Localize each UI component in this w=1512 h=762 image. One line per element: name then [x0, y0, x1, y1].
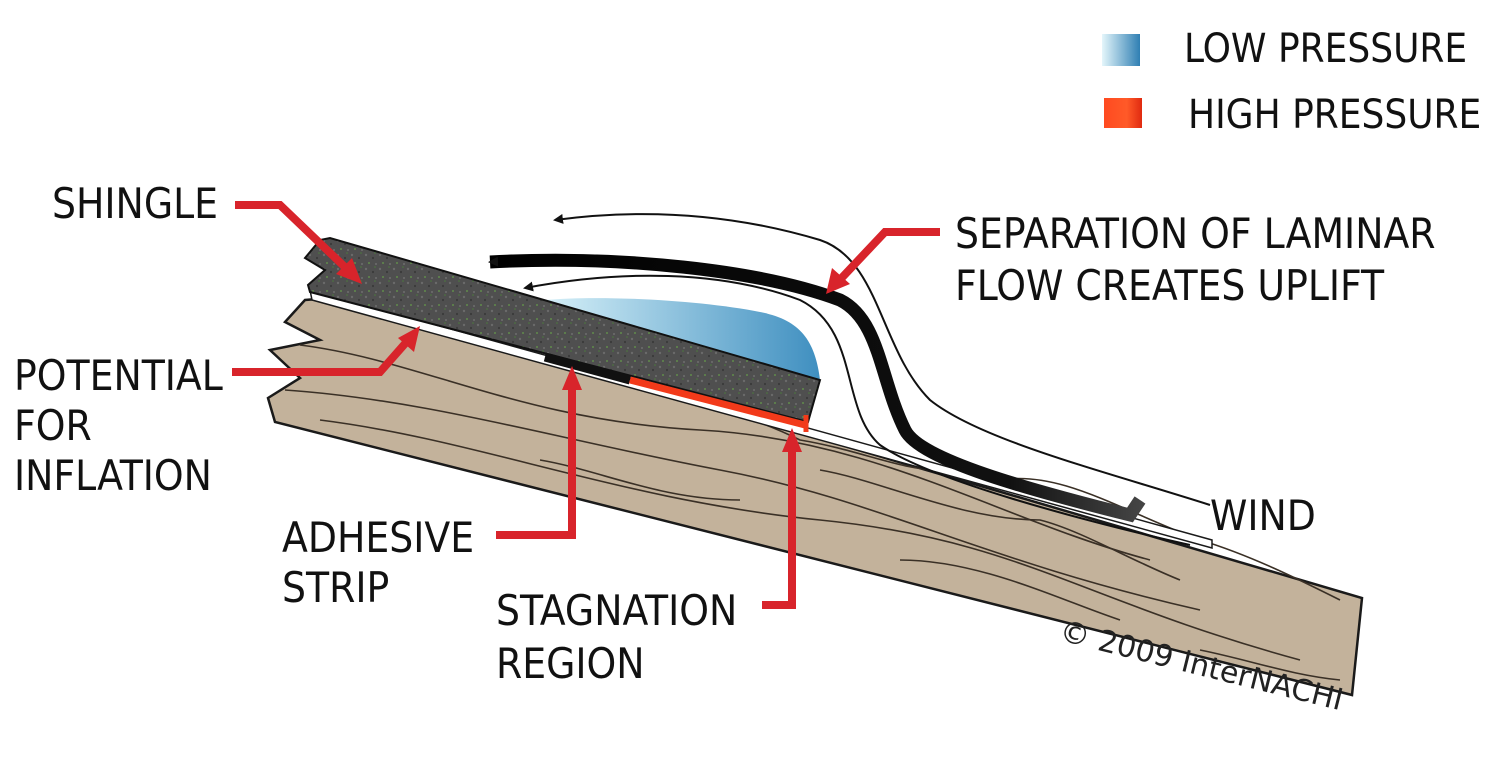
flow-line-inner: [523, 274, 1191, 546]
flow-line-main: [488, 253, 1146, 523]
adhesive-strip: [543, 352, 632, 385]
callouts: [232, 201, 940, 609]
roof-deck: [266, 288, 1364, 697]
wind-label: WIND: [1210, 491, 1316, 540]
adhesive-label-line2: STRIP: [282, 563, 389, 612]
stagnation-label-line2: REGION: [496, 639, 645, 688]
stagnation-label-line1: STAGNATION: [496, 586, 737, 635]
high-pressure-label: HIGH PRESSURE: [1188, 92, 1481, 138]
shingle-body: [303, 236, 822, 424]
low-pressure-swatch: [1102, 34, 1140, 66]
stagnation-strip: [629, 376, 806, 429]
wind-flow: [488, 213, 1211, 546]
separation-callout: [832, 228, 940, 288]
low-pressure-label: LOW PRESSURE: [1184, 26, 1467, 72]
shingle: [303, 236, 822, 424]
adhesive-label-line1: ADHESIVE: [282, 513, 474, 562]
stagnation-callout-head: [782, 428, 802, 452]
separation-callout-head: [826, 268, 850, 294]
legend: LOW PRESSURE HIGH PRESSURE: [1102, 26, 1481, 138]
high-pressure-swatch: [1104, 98, 1142, 128]
underlayment-gap: [309, 288, 1213, 549]
shingle-label: SHINGLE: [52, 179, 218, 228]
potential-label-line1: POTENTIAL: [14, 351, 223, 400]
adhesive-callout-head: [562, 366, 582, 390]
adhesive-callout: [496, 382, 576, 539]
shingle-callout-head: [336, 258, 362, 284]
inflation-callout: [232, 335, 413, 376]
potential-label-line2: FOR: [14, 401, 92, 450]
separation-label-line1: SEPARATION OF LAMINAR: [955, 209, 1436, 258]
stagnation-callout: [762, 445, 796, 609]
inflation-callout-head: [398, 326, 420, 352]
shingle-callout: [235, 201, 353, 275]
potential-label-line3: INFLATION: [14, 451, 212, 500]
separation-label-line2: FLOW CREATES UPLIFT: [955, 261, 1385, 310]
flow-line-outer: [553, 213, 1211, 506]
